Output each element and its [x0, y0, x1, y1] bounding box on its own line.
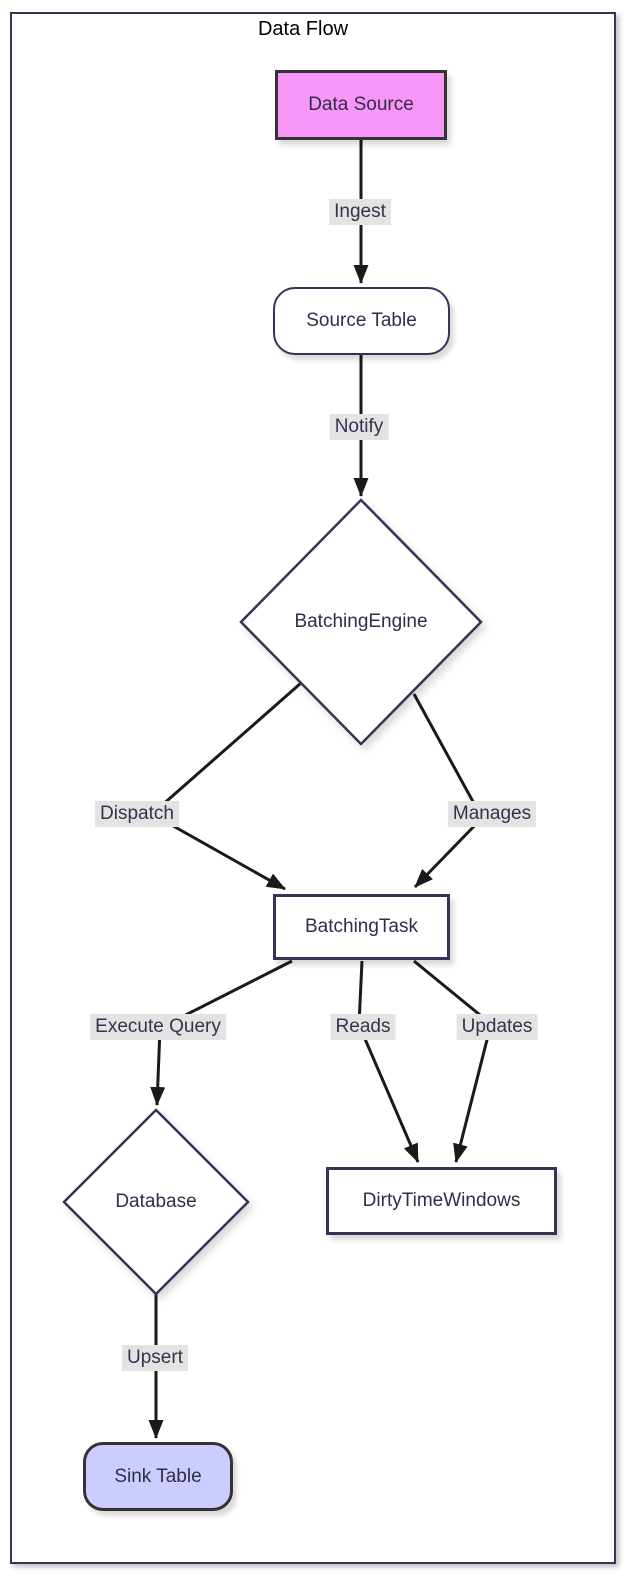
node-sink-table-label: Sink Table — [114, 1465, 202, 1487]
diagram-title: Data Flow — [257, 18, 349, 40]
edge-label-execute-query: Execute Query — [90, 1014, 226, 1040]
node-data-source-label: Data Source — [308, 94, 414, 115]
edge-dispatch — [149, 681, 302, 891]
edge-label-updates: Updates — [456, 1014, 538, 1040]
node-batching-task-label: BatchingTask — [304, 916, 418, 937]
node-batching-engine-label: BatchingEngine — [294, 611, 428, 632]
edge-label-reads: Reads — [330, 1014, 396, 1040]
edge-manages — [412, 693, 484, 889]
node-source-table: Source Table — [273, 287, 450, 355]
diagram-frame — [10, 12, 616, 1564]
node-batching-task: BatchingTask — [273, 894, 450, 960]
node-data-source: Data Source — [275, 70, 447, 140]
batching-engine-diamond — [239, 498, 483, 746]
edge-label-upsert: Upsert — [122, 1345, 188, 1371]
edge-label-ingest: Ingest — [329, 199, 391, 225]
edge-reads — [357, 960, 420, 1163]
node-database-label: Database — [115, 1191, 197, 1212]
edge-label-manages: Manages — [447, 801, 537, 827]
node-source-table-label: Source Table — [306, 310, 417, 331]
edge-updates — [413, 959, 493, 1163]
node-dirty-time-windows: DirtyTimeWindows — [326, 1167, 557, 1235]
edge-label-notify: Notify — [329, 414, 389, 440]
node-sink-table: Sink Table — [83, 1442, 233, 1511]
edge-label-dispatch: Dispatch — [95, 801, 179, 827]
database-diamond — [62, 1108, 250, 1296]
node-dirty-time-windows-label: DirtyTimeWindows — [362, 1190, 521, 1211]
